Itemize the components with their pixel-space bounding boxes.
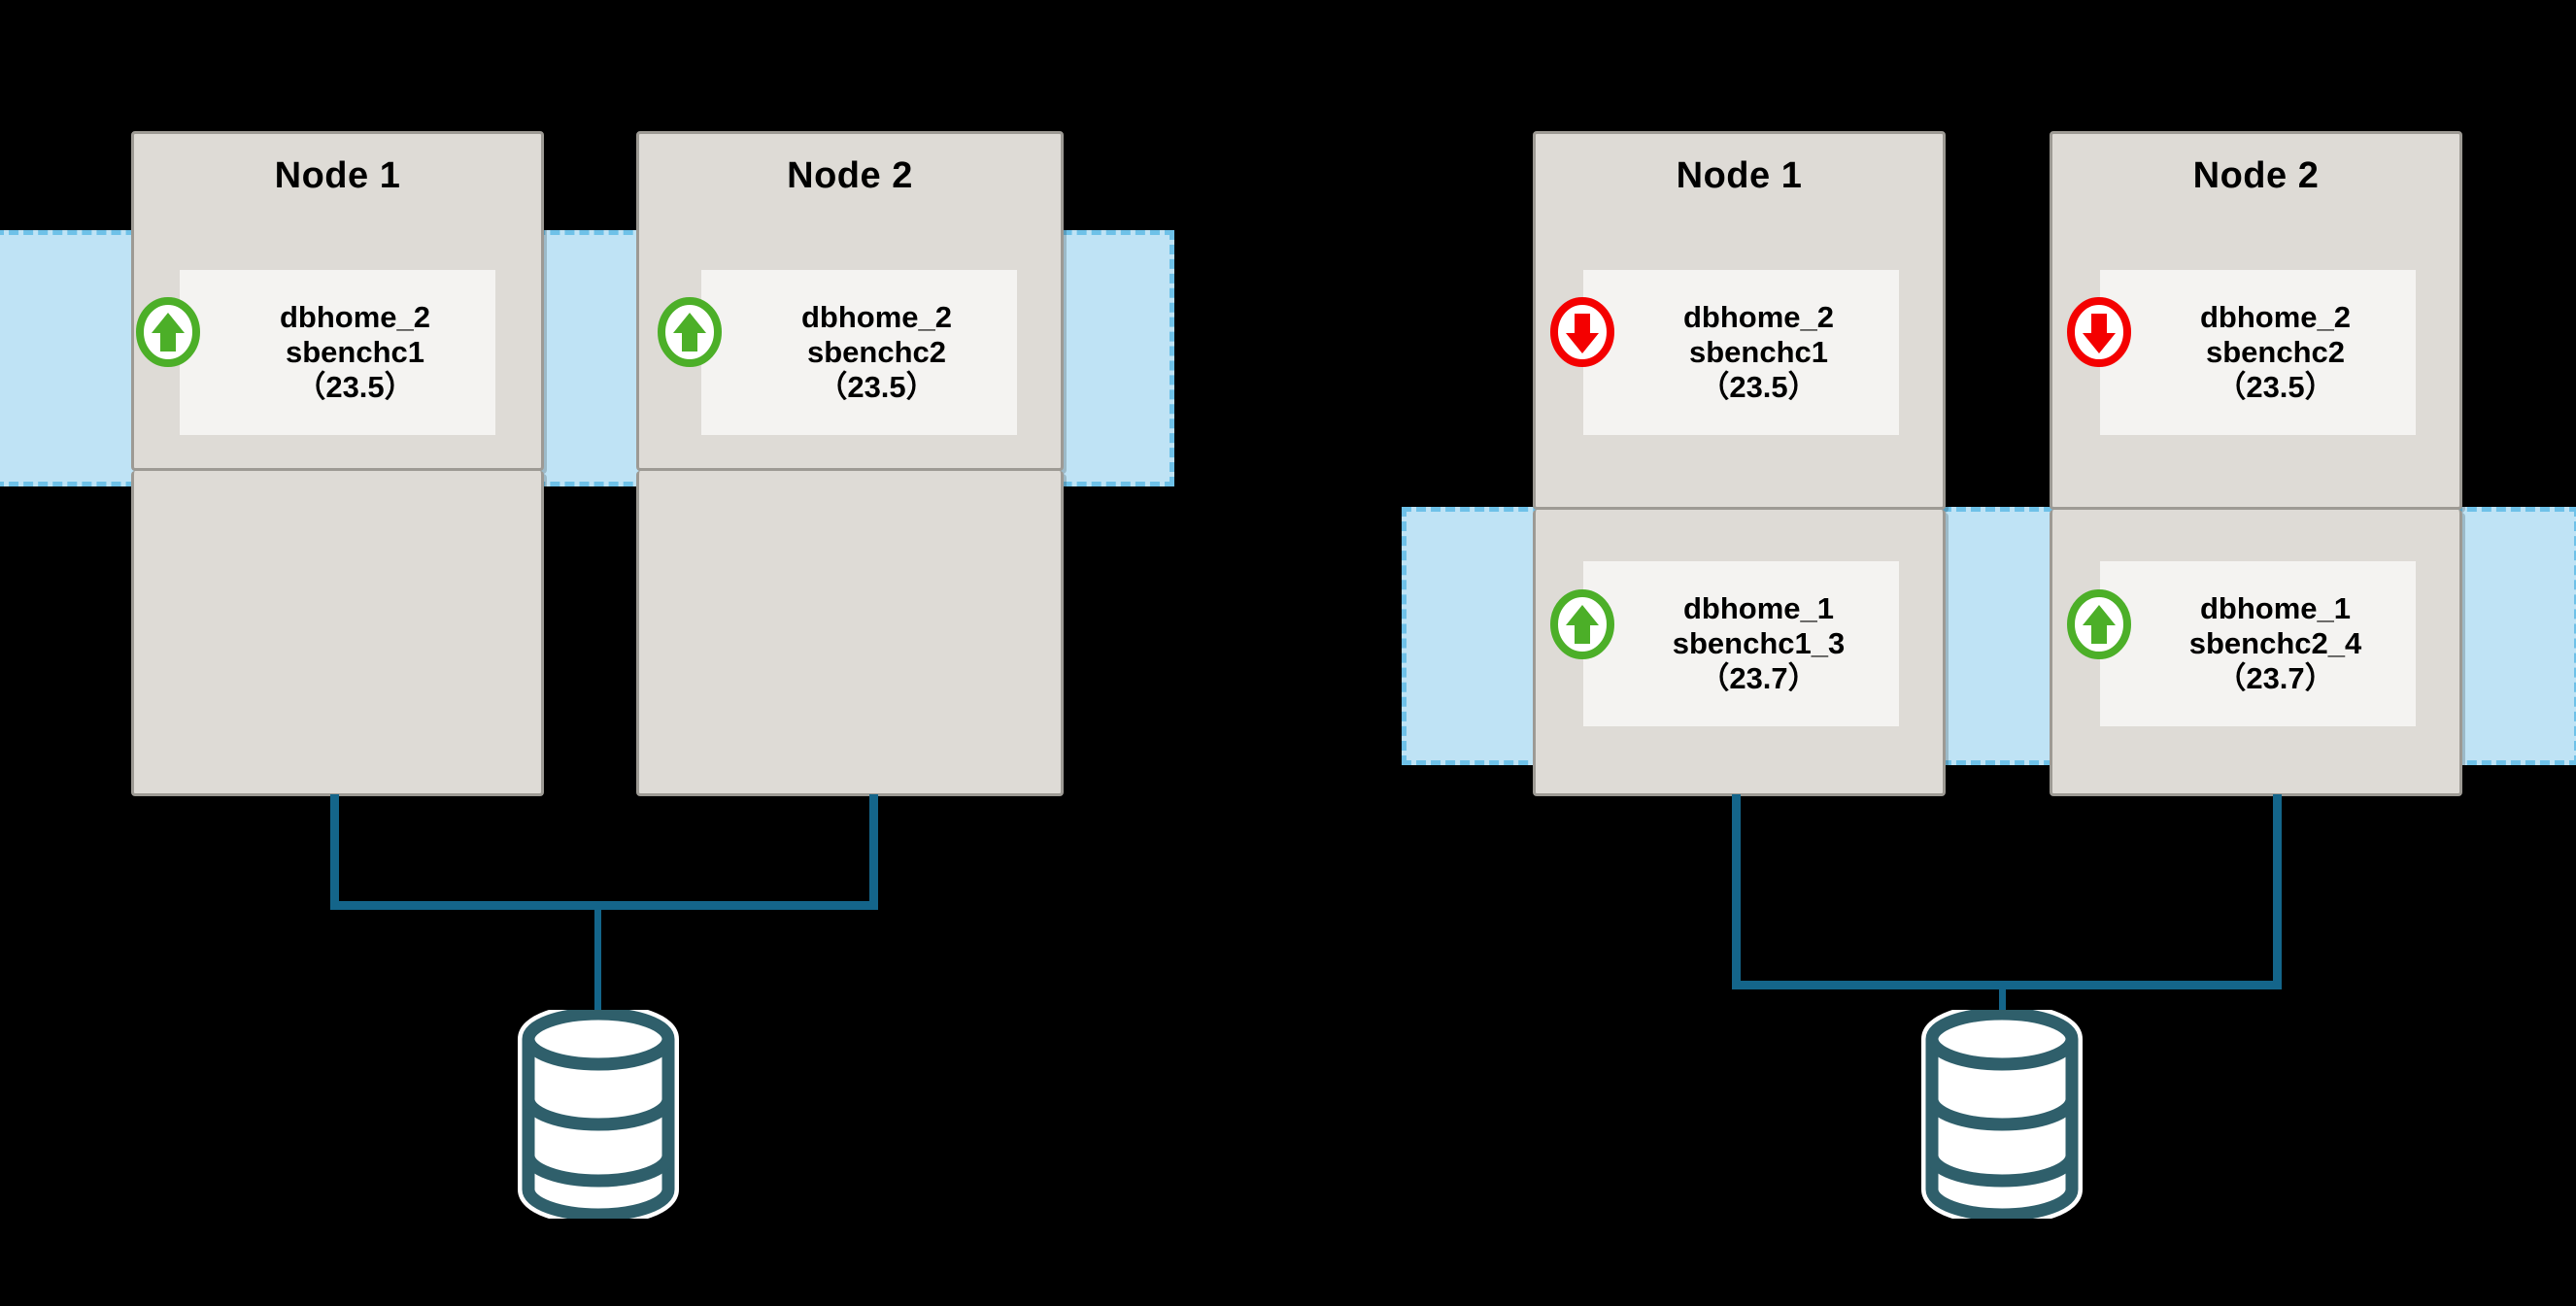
service-label: dbhome_2 sbenchc2 （23.5） (766, 300, 952, 405)
database-cylinder-left (503, 1010, 694, 1219)
service-home: dbhome_1 (1682, 591, 1835, 626)
connector-left-n2-vertical (869, 794, 878, 909)
service-label: dbhome_2 sbenchc2 （23.5） (2165, 300, 2351, 405)
connector-right-n2-vertical (2273, 794, 2282, 988)
service-label: dbhome_2 sbenchc1 （23.5） (245, 300, 430, 405)
node-title: Node 1 (274, 155, 401, 196)
service-version: （23.5） (2216, 369, 2335, 404)
service-home: dbhome_2 (1682, 300, 1835, 335)
service-version: （23.7） (1699, 660, 1818, 695)
node-title: Node 2 (787, 155, 913, 196)
connector-left-db-drop (594, 901, 601, 1025)
node-title: Node 2 (2192, 155, 2320, 196)
service-name: sbenchc1 (1688, 335, 1828, 370)
arrow-down-circle-icon (1550, 297, 1614, 367)
service-box-right-n2-dbhome2: dbhome_2 sbenchc2 （23.5） (2100, 270, 2416, 435)
service-home: dbhome_2 (2199, 300, 2352, 335)
connector-right-horizontal (1732, 981, 2282, 989)
service-name: sbenchc2 (806, 335, 946, 370)
service-home: dbhome_2 (800, 300, 953, 335)
service-name: sbenchc1 (285, 335, 424, 370)
arrow-up-circle-icon (658, 297, 722, 367)
node-title: Node 1 (1676, 155, 1803, 196)
service-label: dbhome_1 sbenchc2_4 （23.7） (2154, 591, 2362, 696)
service-name: sbenchc2 (2205, 335, 2345, 370)
service-home: dbhome_1 (2199, 591, 2352, 626)
connector-right-n1-vertical (1732, 794, 1741, 988)
connector-left-horizontal (330, 901, 878, 910)
service-version: （23.5） (295, 369, 415, 404)
service-box-right-n1-dbhome1: dbhome_1 sbenchc1_3 （23.7） (1583, 561, 1899, 726)
service-version: （23.5） (1699, 369, 1818, 404)
service-box-right-n2-dbhome1: dbhome_1 sbenchc2_4 （23.7） (2100, 561, 2416, 726)
service-box-left-n1-dbhome2: dbhome_2 sbenchc1 （23.5） (180, 270, 495, 435)
node-box-left-1-lower (131, 471, 544, 796)
service-box-right-n1-dbhome2: dbhome_2 sbenchc1 （23.5） (1583, 270, 1899, 435)
arrow-up-circle-icon (1550, 589, 1614, 659)
arrow-down-circle-icon (2067, 297, 2131, 367)
arrow-up-circle-icon (2067, 589, 2131, 659)
service-label: dbhome_2 sbenchc1 （23.5） (1648, 300, 1834, 405)
service-box-left-n2-dbhome2: dbhome_2 sbenchc2 （23.5） (701, 270, 1017, 435)
node-box-left-2-lower (636, 471, 1064, 796)
service-label: dbhome_1 sbenchc1_3 （23.7） (1638, 591, 1846, 696)
service-name: sbenchc1_3 (1672, 626, 1846, 661)
service-name: sbenchc2_4 (2188, 626, 2362, 661)
service-version: （23.5） (817, 369, 936, 404)
connector-right-db-drop (1999, 981, 2006, 1027)
service-version: （23.7） (2216, 660, 2335, 695)
arrow-up-circle-icon (136, 297, 200, 367)
connector-left-n1-vertical (330, 794, 339, 909)
database-cylinder-right (1907, 1010, 2097, 1219)
service-home: dbhome_2 (279, 300, 431, 335)
